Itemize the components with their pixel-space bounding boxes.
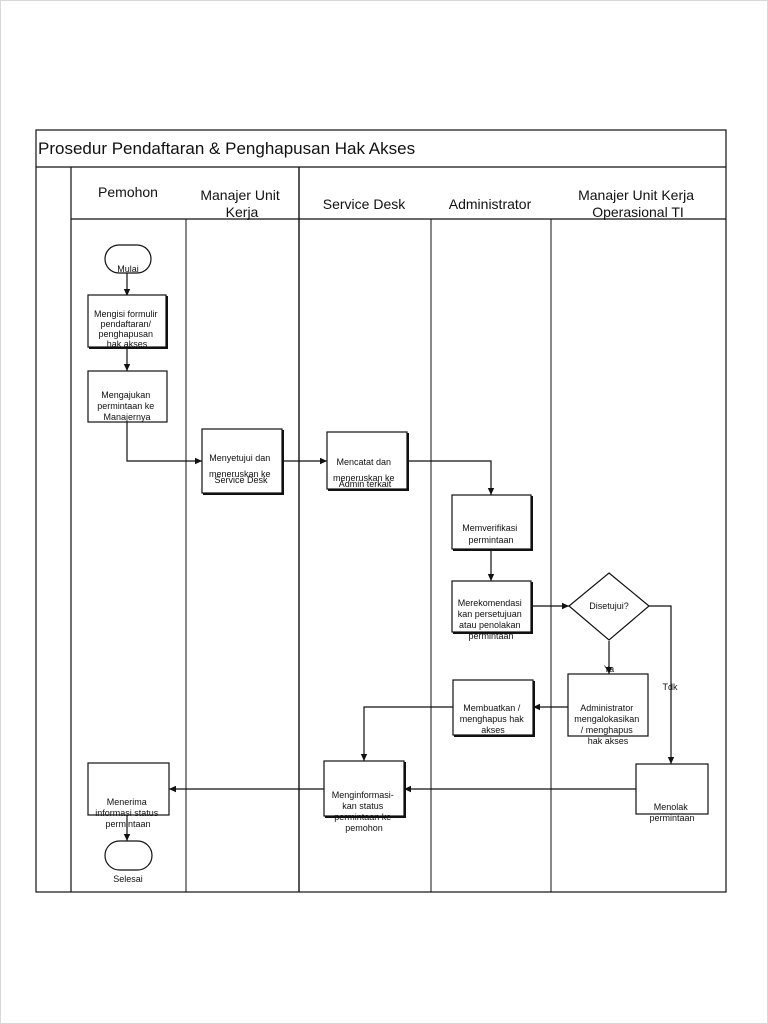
- process-merekomendasikan: Merekomendasi kan persetujuan atau penol…: [451, 580, 533, 641]
- decision-label: Disetujui?: [589, 601, 629, 611]
- process-label: Administrator mengalokasikan / menghapus…: [574, 703, 642, 746]
- edge-label-tdk: Tdk: [662, 682, 678, 692]
- process-mencatat: Mencatat dan meneruskan ke Admin terkait: [326, 431, 409, 491]
- lane-header-administrator: Administrator: [449, 196, 532, 212]
- edge-label-ya: Ya: [604, 664, 614, 674]
- lane-header-service-desk: Service Desk: [323, 196, 406, 212]
- end-terminator: Selesai: [104, 840, 153, 884]
- process-label: Mengajukan permintaan ke Manajernya: [97, 390, 157, 422]
- process-administrator-mengalokasikan: Administrator mengalokasikan / menghapus…: [567, 673, 649, 746]
- process-label: Membuatkan / menghapus hak akses: [460, 703, 527, 735]
- process-label: Mencatat dan meneruskan ke Admin terkait: [333, 457, 397, 489]
- connector-membuatkan-to-menginformasikan: [360, 706, 453, 761]
- end-label: Selesai: [113, 874, 143, 884]
- process-label: Menerima informasi status permintaan: [95, 797, 161, 829]
- process-label: Menyetujui dan meneruskan ke Service Des…: [209, 453, 273, 485]
- lane-header-manajer-operasional-ti: Manajer Unit Kerja Operasional TI: [578, 187, 698, 220]
- process-mengajukan-permintaan: Mengajukan permintaan ke Manajernya: [87, 370, 168, 423]
- lane-header-pemohon: Pemohon: [98, 184, 158, 200]
- process-menolak-permintaan: Menolak permintaan: [635, 763, 709, 823]
- connector-mengajukan-to-menyetujui: [126, 422, 202, 465]
- process-label: Menolak permintaan: [649, 802, 694, 823]
- process-menginformasikan-status: Menginformasi- kan status permintaan ke …: [323, 760, 406, 833]
- process-label: Menginformasi- kan status permintaan ke …: [332, 790, 397, 833]
- process-label: Mengisi formulir pendaftaran/ penghapusa…: [94, 309, 160, 349]
- process-membuatkan-hak-akses: Membuatkan / menghapus hak akses: [452, 679, 535, 737]
- process-label: Merekomendasi kan persetujuan atau penol…: [458, 598, 525, 641]
- process-menyetujui: Menyetujui dan meneruskan ke Service Des…: [201, 428, 284, 495]
- diagram-title: Prosedur Pendaftaran & Penghapusan Hak A…: [38, 139, 415, 158]
- start-label: Mulai: [117, 264, 139, 274]
- lane-header-manajer-unit-kerja: Manajer Unit Kerja: [200, 187, 283, 220]
- connector-mencatat-to-memverifikasi: [407, 460, 495, 495]
- start-terminator: Mulai: [104, 244, 152, 274]
- process-label: Memverifikasi permintaan: [462, 523, 520, 545]
- process-menerima-informasi: Menerima informasi status permintaan: [87, 762, 170, 829]
- decision-disetujui: Disetujui?: [568, 572, 650, 641]
- process-memverifikasi: Memverifikasi permintaan: [451, 494, 533, 551]
- process-mengisi-formulir: Mengisi formulir pendaftaran/ penghapusa…: [87, 294, 168, 349]
- connector-disetujui-tdk: [649, 605, 675, 764]
- diagram-border: [35, 129, 727, 893]
